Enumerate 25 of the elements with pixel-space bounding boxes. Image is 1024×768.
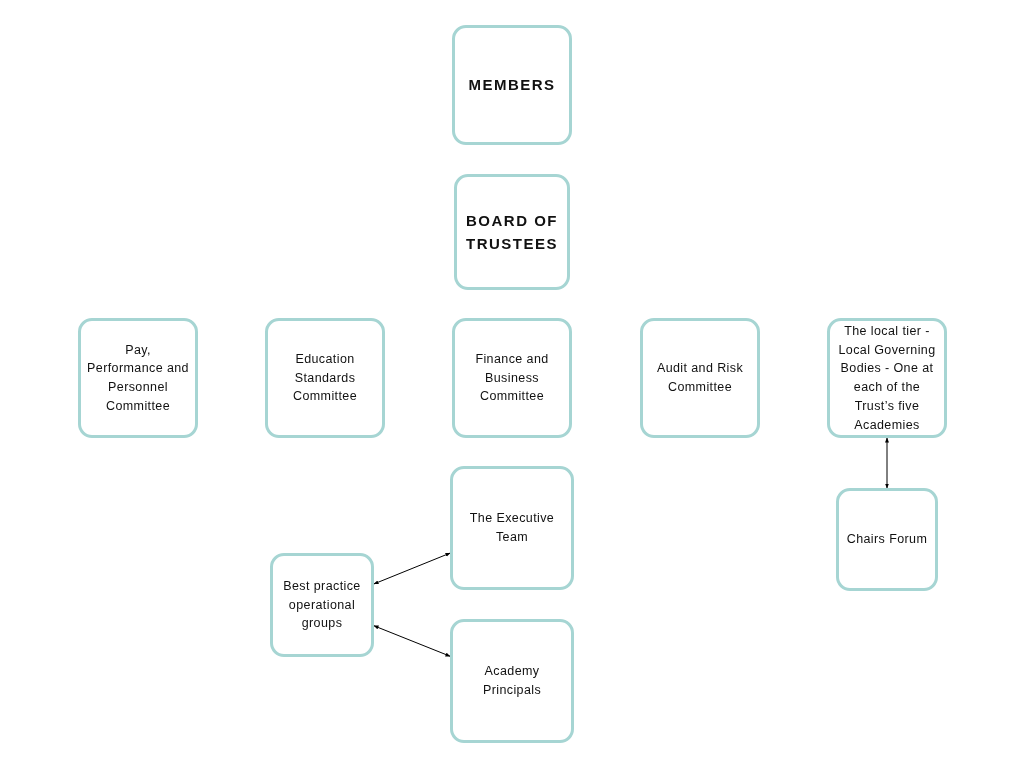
arrow xyxy=(373,552,451,585)
box-label: Audit and Risk Committee xyxy=(655,360,745,396)
rounded-box xyxy=(452,25,572,145)
rounded-box xyxy=(265,318,385,438)
box-label: The local tier - Local Governing Bodies - One at each of the Trust’s five Academies xyxy=(837,322,937,434)
arrow xyxy=(373,625,451,657)
box-label: MEMBERS xyxy=(468,75,556,96)
rounded-box xyxy=(454,174,570,290)
box-label: Finance and Business Committee xyxy=(474,350,550,406)
rounded-box xyxy=(78,318,198,438)
rounded-box xyxy=(270,553,374,657)
box-label: Chairs Forum xyxy=(846,531,928,549)
rounded-box xyxy=(827,318,947,438)
arrow xyxy=(885,437,889,489)
box-label: The Executive Team xyxy=(468,510,556,546)
box-label: Education Standards Committee xyxy=(292,350,358,406)
box-label: BOARD OF TRUSTEES xyxy=(465,210,559,254)
rounded-box xyxy=(450,466,574,590)
box-label: Best practice operational groups xyxy=(282,577,362,633)
rounded-box xyxy=(836,488,938,591)
box-label: Academy Principals xyxy=(481,663,543,699)
rounded-box xyxy=(452,318,572,438)
rounded-box xyxy=(640,318,760,438)
rounded-box xyxy=(450,619,574,743)
box-label: Pay, Performance and Personnel Committee xyxy=(87,341,189,415)
